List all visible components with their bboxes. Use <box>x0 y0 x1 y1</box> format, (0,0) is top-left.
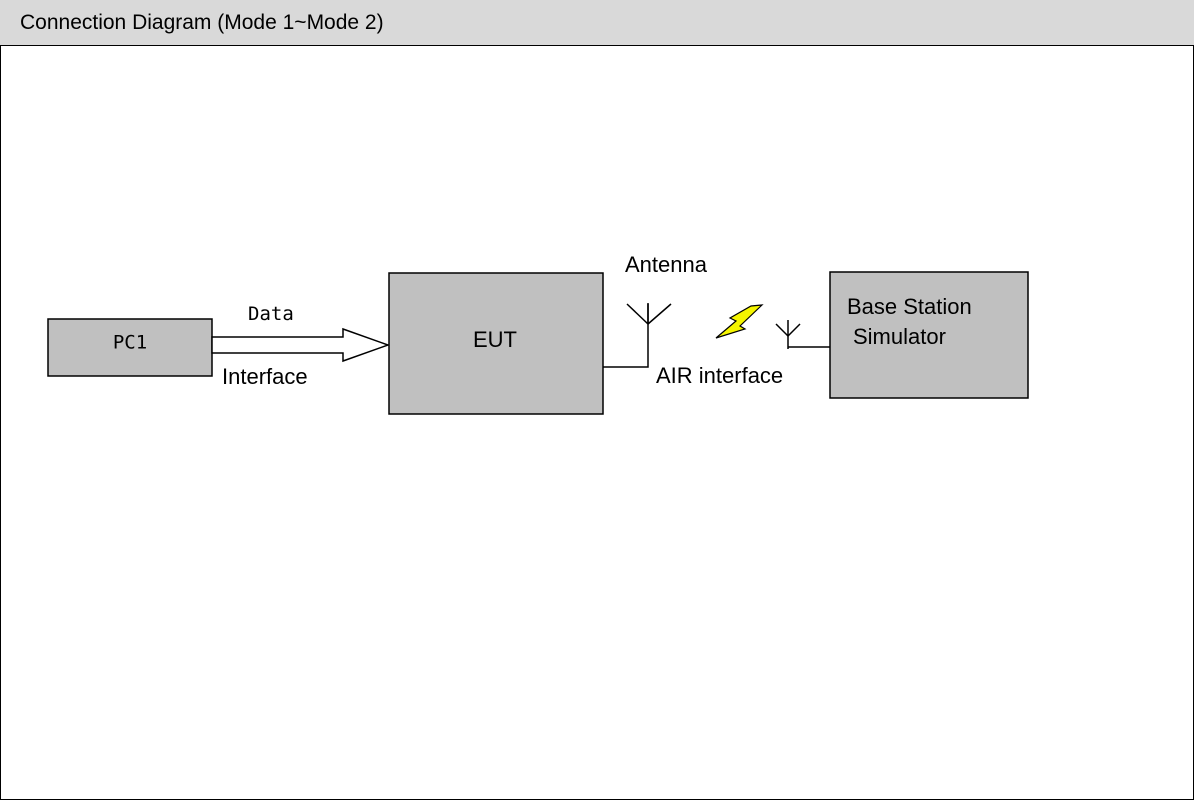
base-station-label-line2: Simulator <box>853 324 946 349</box>
antenna-label: Antenna <box>625 252 708 277</box>
eut-antenna-icon <box>626 303 672 325</box>
lightning-icon <box>715 304 764 339</box>
diagram-header: Connection Diagram (Mode 1~Mode 2) <box>0 0 1194 46</box>
eut-box <box>388 272 604 415</box>
pc1-label: PC1 <box>113 332 147 354</box>
air-interface-label: AIR interface <box>656 363 783 388</box>
pc1-box <box>47 318 213 377</box>
eut-antenna-cable <box>603 303 649 368</box>
diagram-title: Connection Diagram (Mode 1~Mode 2) <box>20 10 384 34</box>
interface-label: Interface <box>222 364 308 389</box>
base-station-antenna-icon <box>775 320 801 349</box>
data-label: Data <box>248 303 294 325</box>
base-station-label-line1: Base Station <box>847 294 972 319</box>
eut-label: EUT <box>473 327 517 352</box>
data-interface-arrow <box>211 327 391 363</box>
base-station-box <box>829 271 1029 399</box>
